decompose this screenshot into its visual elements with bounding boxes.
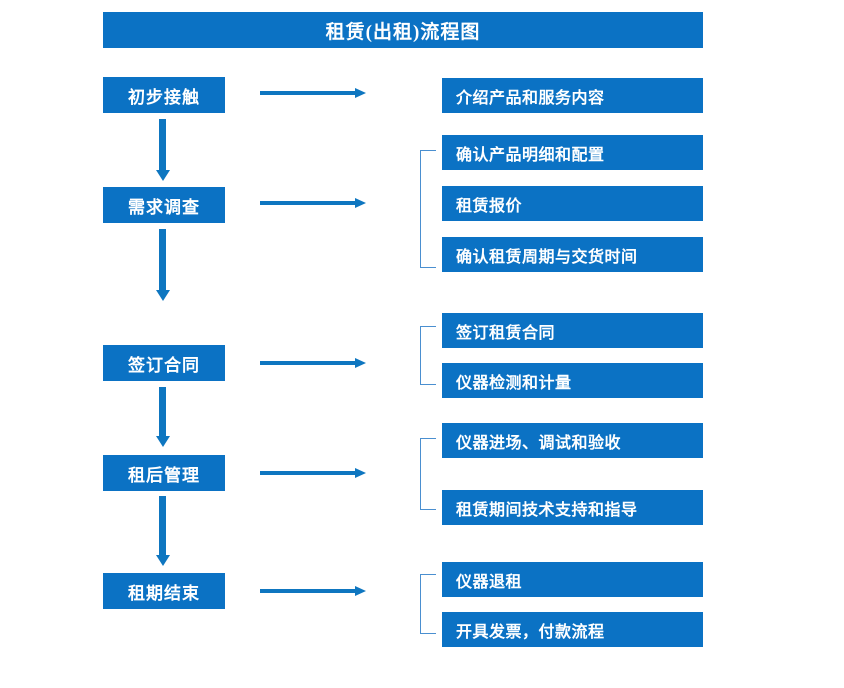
stage-box-4[interactable]: 租后管理 — [103, 455, 225, 491]
arrow-right-icon-3 — [260, 356, 366, 370]
arrow-right-icon-1 — [260, 86, 366, 100]
arrow-down-icon-4 — [155, 496, 171, 566]
arrow-shaft — [260, 361, 356, 365]
arrow-right-icon-2 — [260, 196, 366, 210]
arrow-head — [355, 586, 366, 596]
bracket-connector-2 — [420, 150, 436, 268]
arrow-shaft — [260, 471, 356, 475]
arrow-head — [355, 88, 366, 98]
arrow-shaft — [260, 201, 356, 205]
detail-box-5-1[interactable]: 仪器退租 — [442, 562, 703, 597]
detail-box-2-2[interactable]: 租赁报价 — [442, 186, 703, 221]
stage-box-3[interactable]: 签订合同 — [103, 345, 225, 381]
arrow-shaft — [260, 589, 356, 593]
arrow-shaft — [159, 387, 166, 436]
detail-box-4-2[interactable]: 租赁期间技术支持和指导 — [442, 490, 703, 525]
arrow-head — [156, 290, 170, 301]
arrow-right-icon-5 — [260, 584, 366, 598]
arrow-right-icon-4 — [260, 466, 366, 480]
arrow-down-icon-2 — [155, 229, 171, 301]
stage-box-5[interactable]: 租期结束 — [103, 573, 225, 609]
arrow-head — [156, 170, 170, 181]
arrow-head — [156, 436, 170, 447]
stage-box-1[interactable]: 初步接触 — [103, 77, 225, 113]
arrow-shaft — [159, 119, 166, 170]
detail-box-4-1[interactable]: 仪器进场、调试和验收 — [442, 423, 703, 458]
arrow-shaft — [260, 91, 356, 95]
flowchart-title: 租赁(出租)流程图 — [103, 12, 703, 48]
arrow-head — [355, 358, 366, 368]
arrow-head — [355, 468, 366, 478]
stage-box-2[interactable]: 需求调查 — [103, 187, 225, 223]
detail-box-1-1[interactable]: 介绍产品和服务内容 — [442, 78, 703, 113]
arrow-head — [355, 198, 366, 208]
arrow-shaft — [159, 229, 166, 290]
bracket-connector-3 — [420, 326, 436, 385]
detail-box-2-3[interactable]: 确认租赁周期与交货时间 — [442, 237, 703, 272]
detail-box-2-1[interactable]: 确认产品明细和配置 — [442, 135, 703, 170]
detail-box-5-2[interactable]: 开具发票，付款流程 — [442, 612, 703, 647]
arrow-down-icon-1 — [155, 119, 171, 181]
detail-box-3-1[interactable]: 签订租赁合同 — [442, 313, 703, 348]
bracket-connector-4 — [420, 438, 436, 510]
arrow-head — [156, 555, 170, 566]
detail-box-3-2[interactable]: 仪器检测和计量 — [442, 363, 703, 398]
bracket-connector-5 — [420, 574, 436, 634]
arrow-shaft — [159, 496, 166, 555]
arrow-down-icon-3 — [155, 387, 171, 447]
